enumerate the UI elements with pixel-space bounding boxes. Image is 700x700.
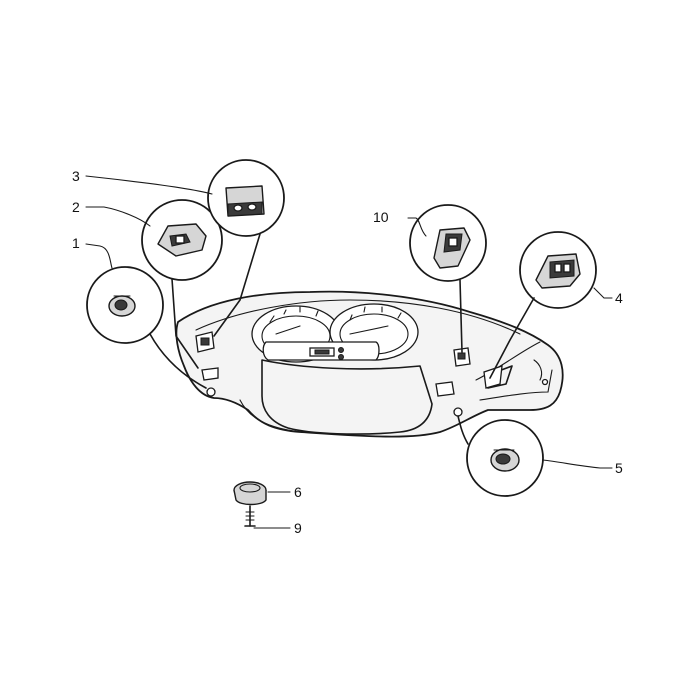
detail-circle-part-5 (457, 415, 544, 497)
callout-3: 3 (72, 168, 80, 184)
callout-2: 2 (72, 199, 80, 215)
switch-slots (195, 331, 503, 397)
detail-circle-part-3 (207, 159, 285, 337)
part-9-screw (244, 505, 256, 527)
detail-circle-part-1 (86, 266, 207, 389)
callout-6: 6 (294, 484, 302, 500)
detail-circle-part-4 (489, 231, 597, 379)
instrument-cluster (251, 303, 419, 363)
detail-circle-part-2 (141, 199, 223, 369)
callout-4: 4 (615, 290, 623, 306)
leader-lines (85, 175, 613, 529)
callout-1: 1 (72, 235, 80, 251)
detail-circle-part-10 (409, 204, 487, 353)
callout-labels: 1 2 3 10 4 5 6 9 (72, 168, 623, 536)
callout-10: 10 (373, 209, 389, 225)
callout-5: 5 (615, 460, 623, 476)
part-6-cap (233, 481, 267, 506)
callout-9: 9 (294, 520, 302, 536)
